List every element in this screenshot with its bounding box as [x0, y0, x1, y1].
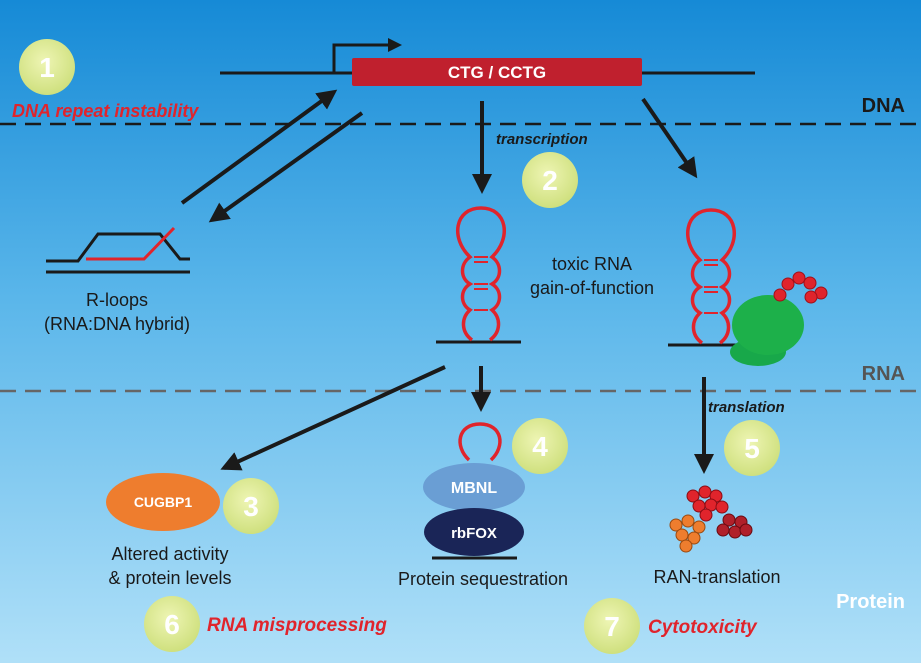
mbnl-label: MBNL	[451, 480, 497, 497]
repeat-label: CTG / CCTG	[448, 63, 546, 82]
step-6-badge: 6	[144, 596, 200, 652]
arrow-to-ran-rna	[641, 97, 698, 179]
cugbp1-protein: CUGBP1	[106, 473, 220, 531]
repeat-region	[352, 58, 642, 86]
layer-label-rna: RNA	[862, 363, 905, 385]
arrow-dna-to-rloop	[208, 111, 364, 223]
step-3-badge: 3	[223, 478, 279, 534]
rloop-label-2: (RNA:DNA hybrid)	[44, 314, 190, 334]
sequestration-complex: MBNL rbFOX	[423, 422, 525, 560]
step-5-badge: 5	[724, 420, 780, 476]
step-1-badge: 1	[19, 39, 75, 95]
layer-label-protein: Protein	[836, 591, 905, 613]
arrow-rloop-to-dna	[180, 89, 338, 205]
rloop-label-1: R-loops	[86, 290, 148, 310]
rloop-illustration	[46, 226, 190, 274]
altered-label-2: & protein levels	[108, 568, 231, 588]
step-4-badge: 4	[512, 418, 568, 474]
svg-text:3: 3	[243, 491, 259, 522]
promoter-arrow-icon	[332, 43, 390, 73]
toxic-rna-label-1: toxic RNA	[552, 254, 632, 274]
arrow-to-cugbp1	[220, 365, 446, 471]
svg-text:4: 4	[532, 431, 548, 462]
layer-label-dna: DNA	[862, 95, 905, 117]
cugbp1-label: CUGBP1	[134, 494, 193, 510]
ran-translation-label: RAN-translation	[653, 567, 780, 587]
svg-text:6: 6	[164, 609, 180, 640]
step-2-badge: 2	[522, 152, 578, 208]
gene-locus: CTG / CCTG	[220, 38, 755, 86]
step-6-caption: RNA misprocessing	[207, 615, 387, 636]
step-7-caption: Cytotoxicity	[648, 617, 758, 638]
toxic-rna-label-2: gain-of-function	[530, 278, 654, 298]
ribosome-icon	[730, 295, 804, 366]
svg-text:1: 1	[39, 52, 55, 83]
step-1-caption: DNA repeat instability	[12, 101, 199, 121]
svg-text:7: 7	[604, 611, 620, 642]
sequestration-label: Protein sequestration	[398, 569, 568, 589]
svg-text:2: 2	[542, 165, 558, 196]
ran-aggregates-icon	[669, 485, 753, 553]
nascent-peptide-icon	[773, 271, 828, 304]
step-7-badge: 7	[584, 598, 640, 654]
step-5-caption: translation	[708, 399, 785, 416]
altered-label-1: Altered activity	[111, 544, 228, 564]
rna-hairpin-toxic	[436, 206, 521, 344]
svg-text:5: 5	[744, 433, 760, 464]
rbfox-label: rbFOX	[451, 525, 497, 542]
step-2-caption: transcription	[496, 131, 588, 148]
